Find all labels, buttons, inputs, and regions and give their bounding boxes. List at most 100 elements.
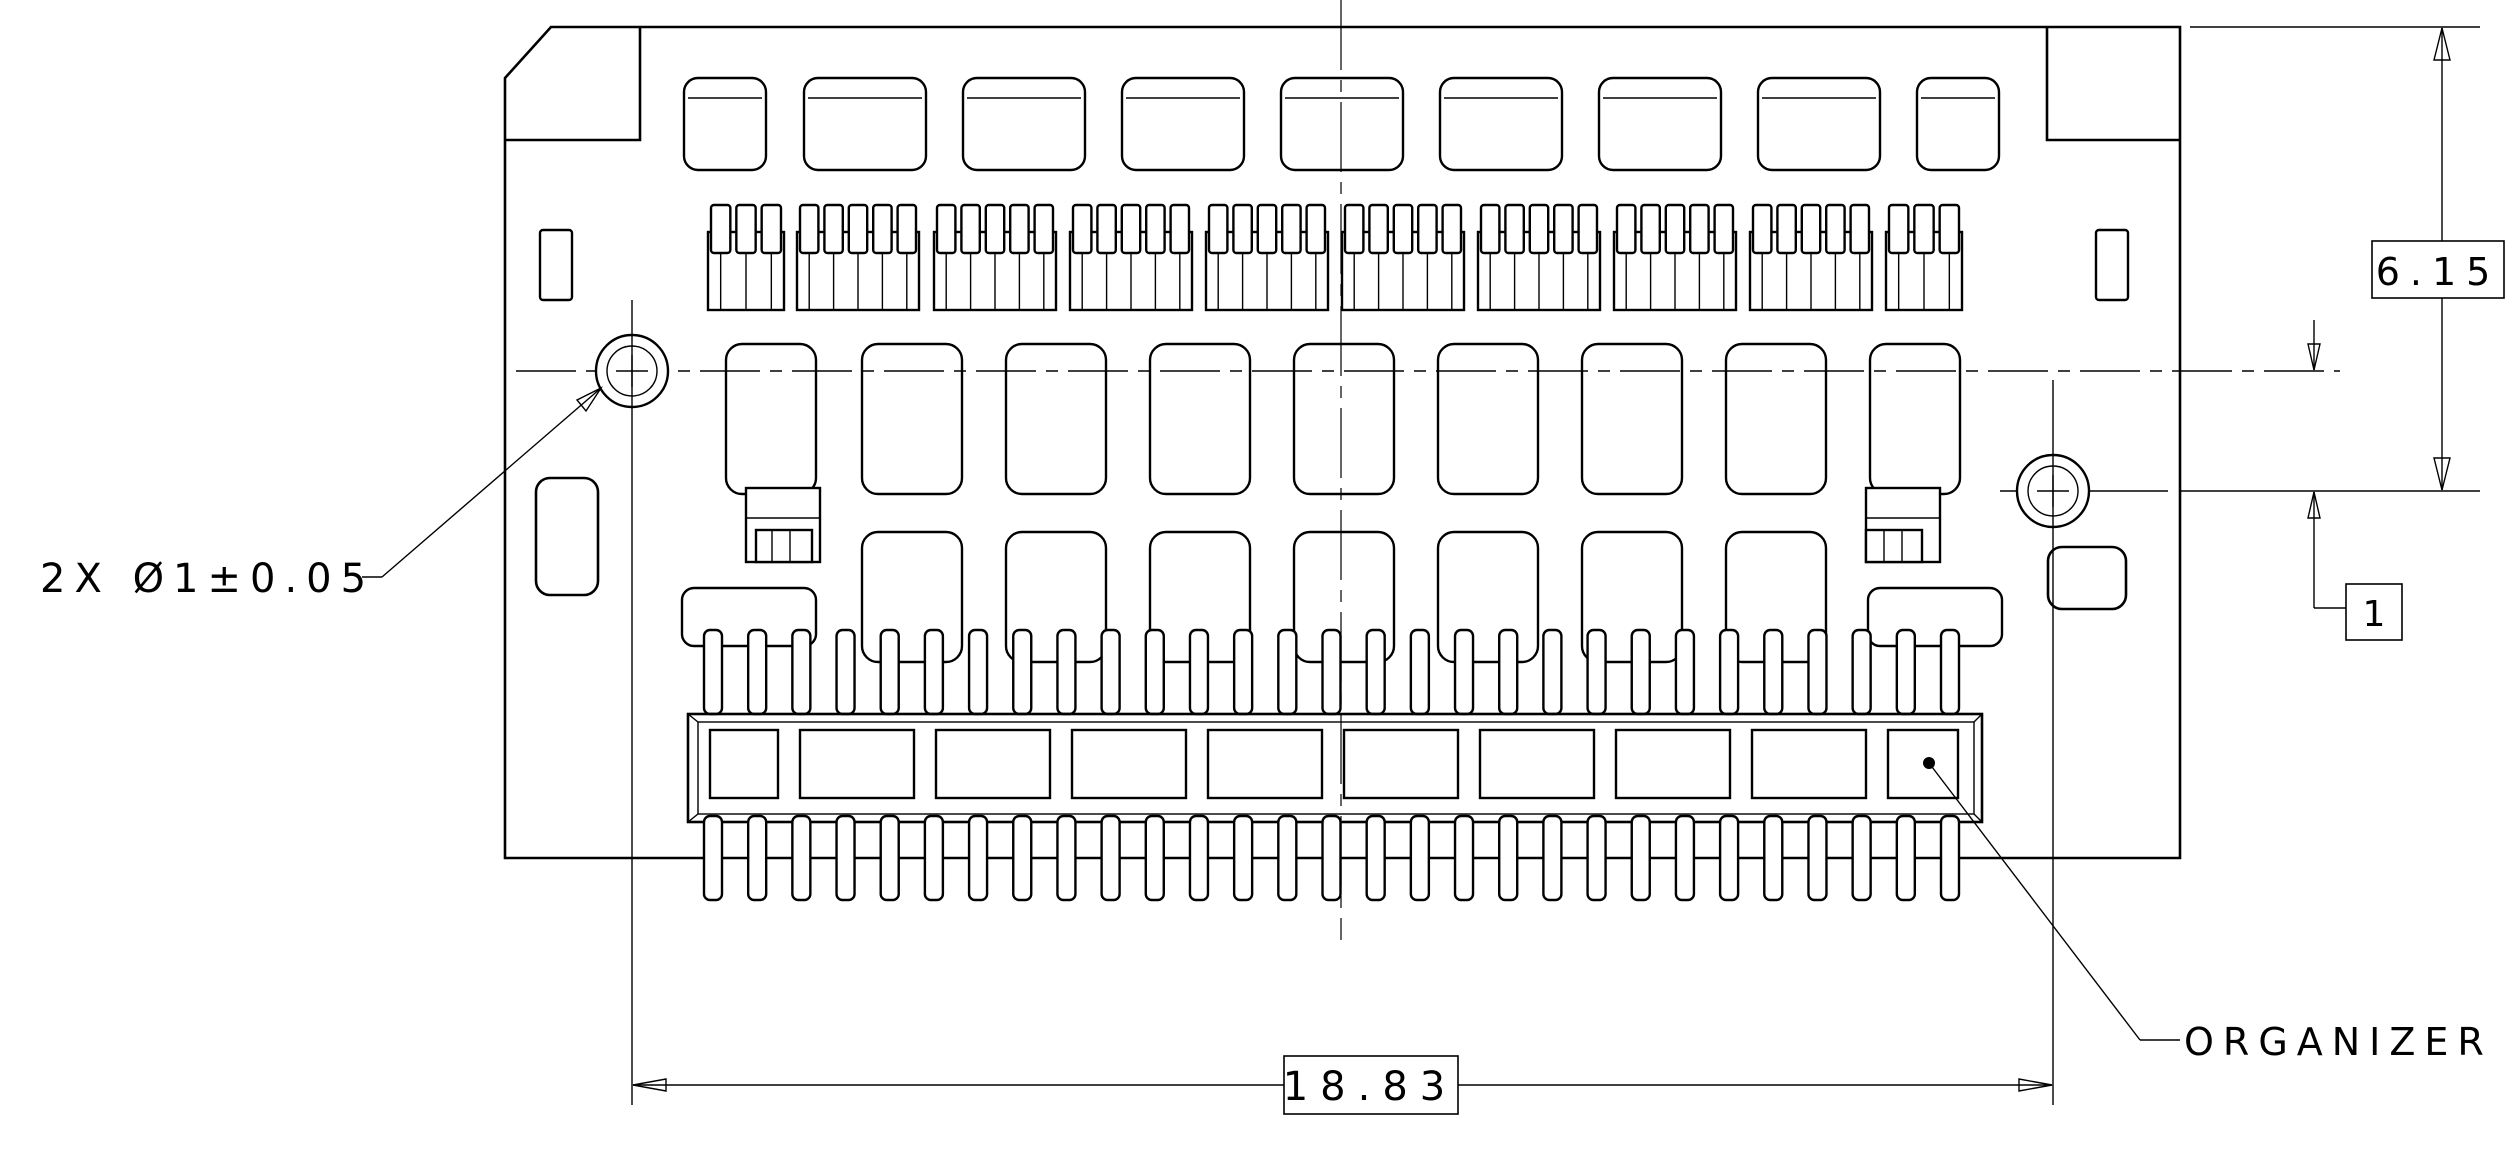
lower-window: [1292, 530, 1396, 664]
latch-finger: [1280, 203, 1302, 255]
middle-window: [1292, 342, 1396, 496]
upper-pin: [1630, 628, 1651, 716]
strip-cells: [708, 728, 1960, 800]
latch-finger: [1144, 203, 1166, 255]
latch-finger: [1688, 203, 1710, 255]
lower-pin: [1939, 814, 1961, 902]
top-window: [1915, 76, 2001, 172]
middle-windows: [724, 342, 1962, 496]
latch-finger: [1305, 203, 1327, 255]
lower-pin: [1012, 814, 1033, 902]
latch-finger: [1256, 203, 1278, 255]
latch-finger: [1800, 203, 1822, 255]
top-window: [1597, 76, 1723, 172]
right-clip: [1864, 486, 1942, 564]
width-dimension: [632, 1055, 2053, 1115]
upper-pin: [835, 628, 856, 716]
latch-segment: [795, 203, 921, 312]
right-top-notch: [2045, 27, 2180, 142]
lower-pin: [791, 814, 812, 902]
lower-pin: [1188, 814, 1210, 902]
latch-finger: [1938, 203, 1961, 255]
latch-finger: [1887, 203, 1910, 255]
top-window: [802, 76, 928, 172]
upper-pin: [967, 628, 989, 716]
upper-pin: [1586, 628, 1607, 716]
lower-pin: [1851, 814, 1872, 902]
height-dimension-value: 6.15: [2376, 250, 2501, 294]
latch-segment: [1748, 203, 1874, 312]
upper-pin: [1012, 628, 1033, 716]
left-top-notch: [505, 27, 642, 142]
latch-finger: [1120, 203, 1142, 255]
strip-cell: [1070, 728, 1188, 800]
lower-pin: [1232, 814, 1254, 902]
lower-pin: [1542, 814, 1563, 902]
top-window: [1438, 76, 1564, 172]
hole-callout-text: 2X Ø1±0.05: [40, 556, 375, 602]
right-oval-slot: [2046, 545, 2128, 611]
upper-pin: [746, 628, 768, 716]
lower-pin: [1100, 814, 1121, 902]
upper-pin: [1409, 628, 1431, 716]
lower-pin: [1498, 814, 1519, 902]
latch-segment: [932, 203, 1058, 312]
strip-cell: [798, 728, 916, 800]
upper-pin: [791, 628, 812, 716]
upper-pin: [1498, 628, 1519, 716]
latch-segment: [706, 203, 786, 312]
hole-callout-leader: [362, 386, 603, 578]
latch-segment: [1340, 203, 1466, 312]
lower-window: [860, 530, 964, 664]
middle-window: [1868, 342, 1962, 496]
lower-pin: [1718, 814, 1740, 902]
contact-strip: [686, 712, 1984, 824]
width-dimension-value: 18.83: [1283, 1064, 1458, 1110]
strip-cell: [1886, 728, 1960, 800]
lower-pin: [879, 814, 900, 902]
latch-finger: [1096, 203, 1118, 255]
left-clip: [744, 486, 822, 564]
latch-finger: [823, 203, 845, 255]
middle-window: [860, 342, 964, 496]
upper-pin: [1321, 628, 1342, 716]
latch-finger: [1824, 203, 1846, 255]
middle-window: [1436, 342, 1540, 496]
lower-pin: [1409, 814, 1431, 902]
organizer-callout-text: ORGANIZER: [2184, 1020, 2493, 1064]
upper-pin: [1232, 628, 1254, 716]
upper-pin: [1453, 628, 1475, 716]
latch-finger: [896, 203, 918, 255]
upper-pin: [923, 628, 945, 716]
upper-pin: [1939, 628, 1961, 716]
strip-cell: [1206, 728, 1324, 800]
upper-pin: [1718, 628, 1740, 716]
upper-pin: [1895, 628, 1917, 716]
lower-pin: [1630, 814, 1651, 902]
upper-pin: [1807, 628, 1828, 716]
lower-pin: [1321, 814, 1342, 902]
latch-finger: [935, 203, 957, 255]
lower-pin: [1277, 814, 1298, 902]
latch-finger: [1504, 203, 1526, 255]
latch-finger: [709, 203, 732, 255]
latch-finger: [1343, 203, 1365, 255]
latch-finger: [1416, 203, 1438, 255]
upper-pin: [1763, 628, 1784, 716]
organizer-callout-leader: [1923, 757, 2180, 1041]
lower-window: [1436, 530, 1540, 664]
latch-finger: [1640, 203, 1662, 255]
top-window: [1120, 76, 1246, 172]
lower-pin: [1895, 814, 1917, 902]
lower-pin: [1586, 814, 1607, 902]
lower-pin: [967, 814, 989, 902]
upper-pin: [1851, 628, 1872, 716]
middle-window: [1148, 342, 1252, 496]
middle-window: [1724, 342, 1828, 496]
latch-finger: [1577, 203, 1599, 255]
lower-pin: [702, 814, 724, 902]
upper-pin: [1188, 628, 1210, 716]
upper-pin: [702, 628, 724, 716]
right-side-slot: [2094, 228, 2130, 302]
